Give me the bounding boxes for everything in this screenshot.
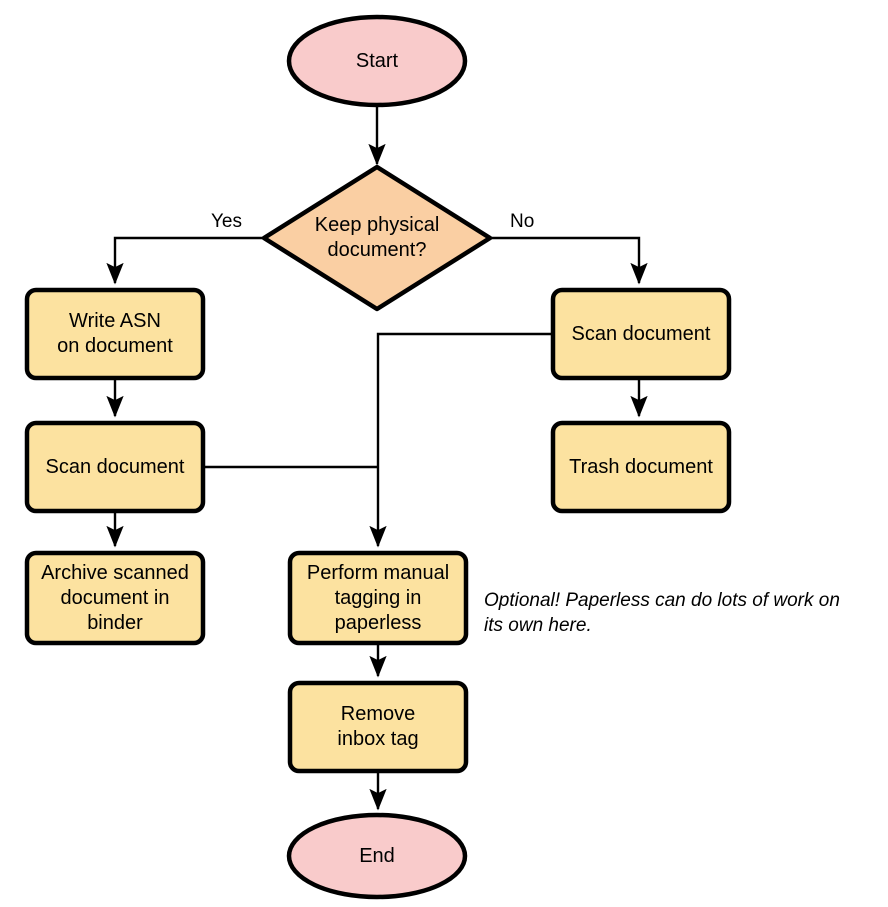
node-decision-keep-physical-document[interactable] <box>261 164 493 312</box>
node-archive-scanned-document[interactable] <box>24 550 206 646</box>
edge-decision-yes-to-write-asn <box>106 236 265 285</box>
edge-decision-no-to-scan-right <box>489 236 648 285</box>
node-write-asn[interactable] <box>24 287 206 381</box>
edge-label-yes: Yes <box>211 211 242 232</box>
node-start[interactable] <box>286 14 468 108</box>
node-end[interactable] <box>286 812 468 900</box>
optional-note: Optional! Paperless can do lots of work … <box>484 590 840 636</box>
node-scan-document-left[interactable] <box>24 420 206 514</box>
edge-label-no: No <box>510 211 535 232</box>
edge-scan-right-to-manual-tagging <box>369 332 553 548</box>
node-trash-document[interactable] <box>550 420 732 514</box>
node-scan-document-right[interactable] <box>550 287 732 381</box>
node-remove-inbox-tag[interactable] <box>287 680 469 774</box>
node-perform-manual-tagging[interactable] <box>287 550 469 646</box>
connector-layer <box>106 103 648 811</box>
